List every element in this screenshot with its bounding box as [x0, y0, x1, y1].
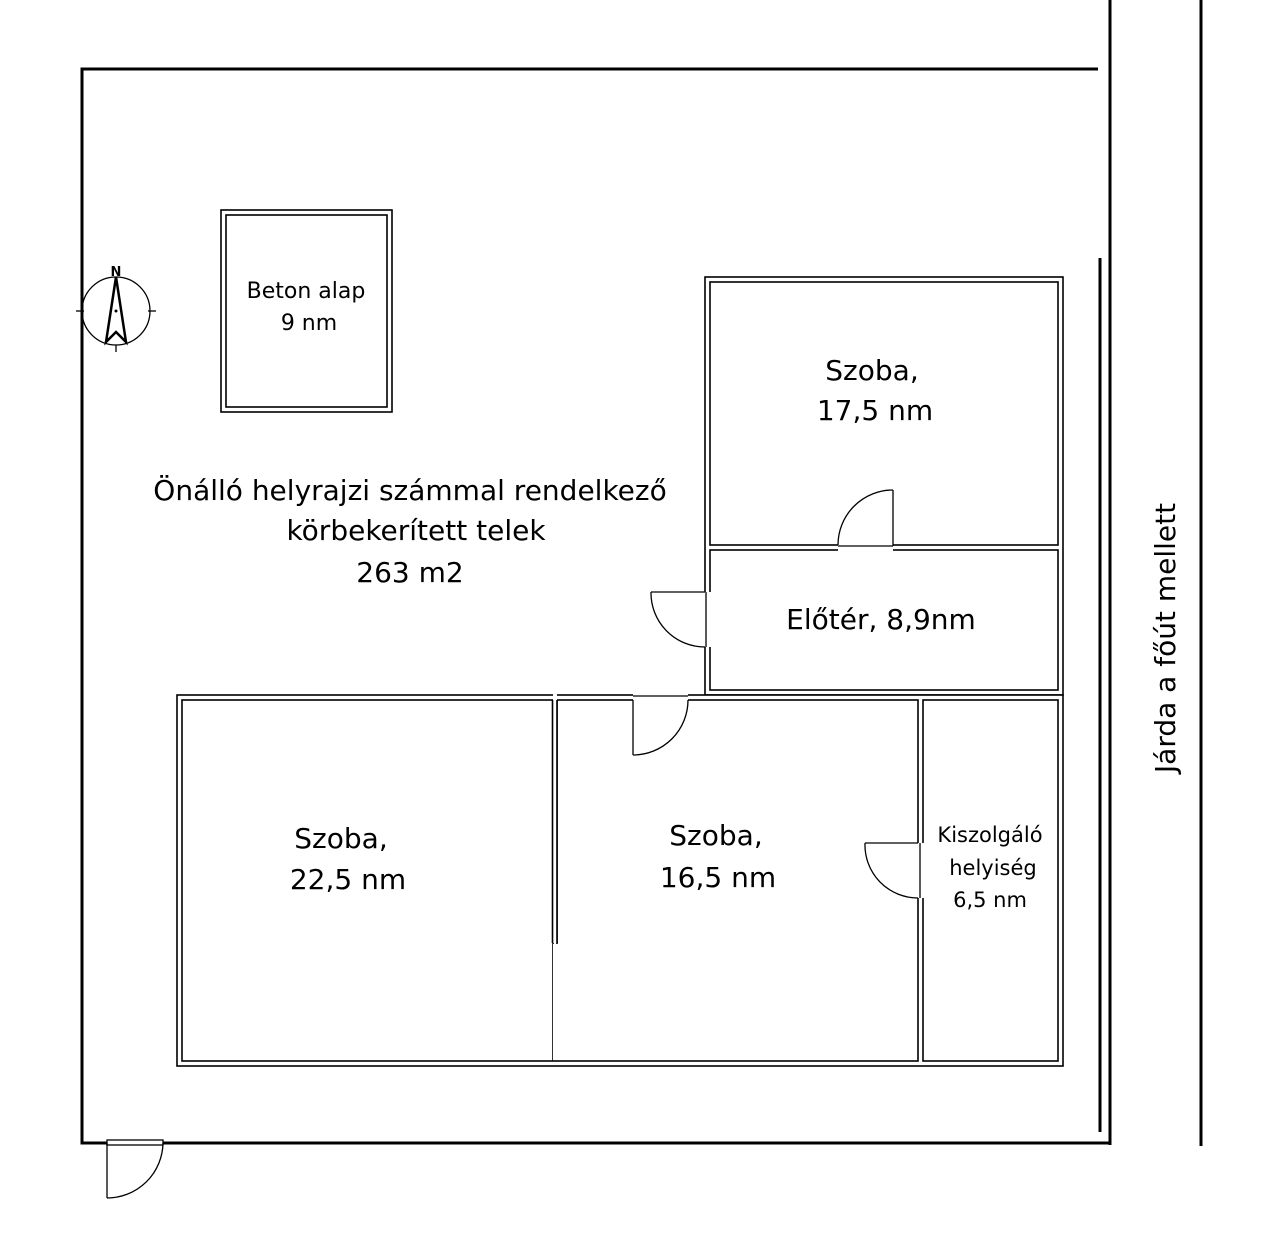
- door-upper-room: [837, 489, 894, 552]
- utility-area: 6,5 nm: [953, 888, 1027, 912]
- upper-room-name: Szoba,: [825, 354, 918, 387]
- north-arrow-icon: N: [76, 265, 156, 352]
- plot-label-line2: körbekerített telek: [286, 514, 546, 547]
- utility-name-1: Kiszolgáló: [937, 823, 1042, 847]
- gate: [106, 1139, 164, 1199]
- door-middle-room: [632, 693, 689, 756]
- door-utility: [864, 842, 925, 899]
- building-lower-walls: [176, 690, 1064, 1067]
- foundation-area: 9 nm: [281, 311, 337, 336]
- door-hall-entrance: [650, 591, 712, 648]
- foundation-name: Beton alap: [247, 279, 366, 304]
- middle-room-name: Szoba,: [669, 819, 762, 852]
- left-room-name: Szoba,: [294, 822, 387, 855]
- left-room-area: 22,5 nm: [290, 863, 406, 896]
- utility-name-2: helyiség: [949, 856, 1037, 880]
- plot-label-line1: Önálló helyrajzi számmal rendelkező: [153, 473, 666, 507]
- sidewalk-label: Járda a főút mellett: [1149, 503, 1182, 775]
- concrete-foundation: Beton alap 9 nm: [220, 209, 393, 413]
- street-lines: [1098, 0, 1203, 1146]
- plot-boundary: [80, 67, 1110, 1145]
- plot-area: 263 m2: [356, 556, 463, 589]
- middle-room-area: 16,5 nm: [660, 861, 776, 894]
- hall-label: Előtér, 8,9nm: [786, 603, 976, 636]
- north-label: N: [111, 265, 122, 280]
- plot-label: Önálló helyrajzi számmal rendelkező körb…: [153, 473, 666, 589]
- building-upper-walls: [704, 276, 1064, 696]
- upper-room-area: 17,5 nm: [817, 394, 933, 427]
